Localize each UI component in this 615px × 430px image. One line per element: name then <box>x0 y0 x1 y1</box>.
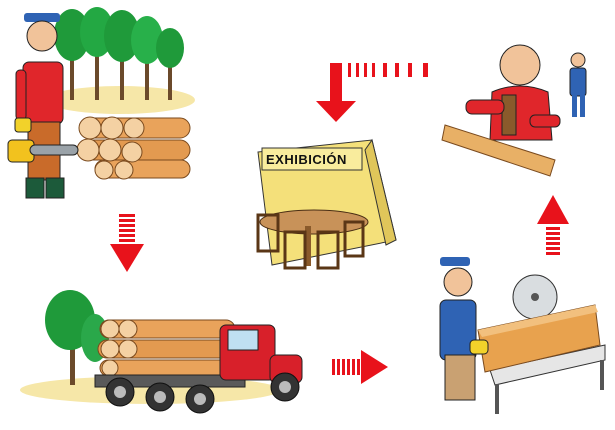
sawmill-worker-figure <box>440 257 488 400</box>
log-truck-panel <box>20 290 302 413</box>
arrow-right-bottom <box>332 350 388 384</box>
exhibition-sign-text: EXHIBICIÓN <box>266 152 347 167</box>
helper-figure <box>570 53 586 117</box>
truck-logs <box>98 320 238 376</box>
sawmill-panel <box>440 257 605 414</box>
log-pile <box>77 117 190 179</box>
circular-saw <box>513 275 557 319</box>
lumberjack-figure <box>15 13 64 198</box>
arrow-down-left <box>110 214 144 272</box>
carpenter-figure <box>466 45 560 140</box>
arrow-left-down-top <box>316 63 428 122</box>
arrow-up-right <box>537 195 569 255</box>
exhibition-panel: EXHIBICIÓN <box>258 140 396 268</box>
truck-trees <box>45 290 109 385</box>
lumberjack-panel <box>8 7 195 198</box>
carpenter-panel <box>442 45 586 176</box>
